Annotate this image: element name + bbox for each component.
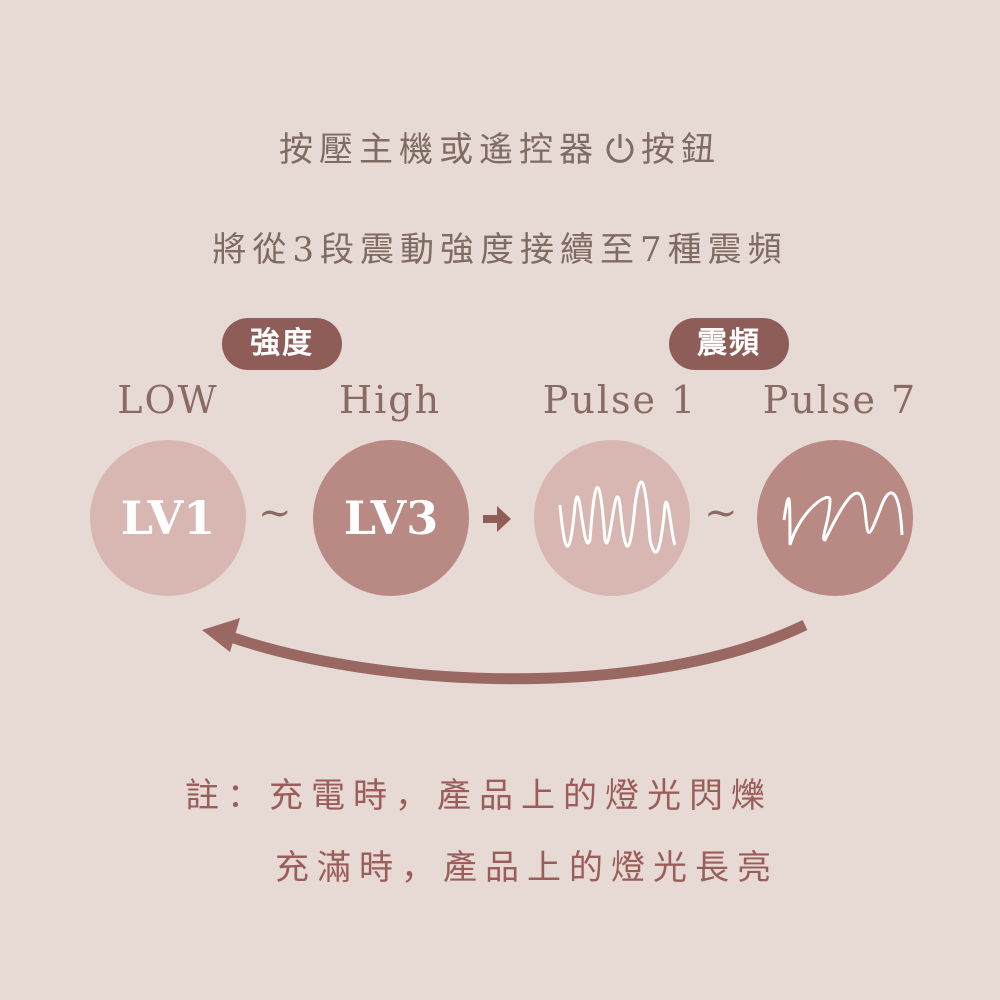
low-label: LOW — [117, 378, 219, 422]
lv3-circle: LV3 — [313, 440, 469, 596]
loop-back-arrow — [223, 620, 808, 685]
pulse1-label: Pulse 1 — [542, 378, 698, 422]
charging-note: 註：充電時，產品上的燈光閃爍 — [185, 776, 773, 816]
instruction-text: 按壓主機或遙控器 — [279, 130, 599, 170]
instruction-text-suffix: 按鈕 — [641, 130, 721, 170]
pulse7-wave-icon — [782, 491, 904, 546]
charged-note: 充滿時，產品上的燈光長亮 — [275, 848, 779, 888]
high-label: High — [338, 378, 442, 422]
frequency-badge: 震頻 — [669, 318, 789, 370]
pulse1-wave-icon — [558, 480, 677, 554]
pulse7-label: Pulse 7 — [762, 378, 918, 422]
arrow-right-icon — [483, 506, 511, 532]
tilde-2: ~ — [704, 490, 738, 536]
intensity-badge: 強度 — [222, 318, 342, 370]
instruction-line-1: 按壓主機或遙控器 按鈕 — [0, 122, 1000, 171]
instruction-line-2: 將從3段震動強度接續至7種震頻 — [212, 230, 788, 270]
tilde-1: ~ — [258, 490, 292, 536]
lv1-circle: LV1 — [90, 440, 246, 596]
loop-arrowhead-icon — [202, 618, 240, 652]
power-icon — [606, 134, 634, 163]
